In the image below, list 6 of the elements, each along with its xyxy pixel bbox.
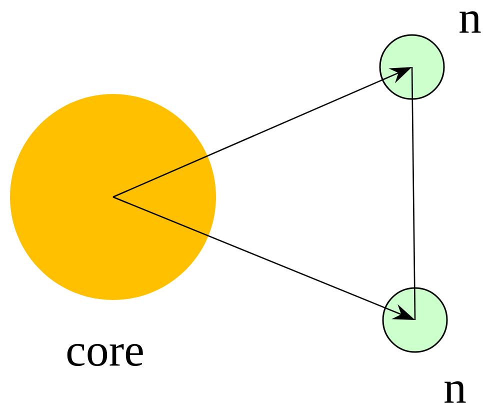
node-label: n	[444, 381, 466, 403]
node-circle	[379, 34, 445, 100]
node-circle	[382, 287, 448, 353]
node-label: core	[67, 344, 143, 366]
core-circle	[10, 94, 216, 300]
node-label: n	[460, 11, 481, 33]
